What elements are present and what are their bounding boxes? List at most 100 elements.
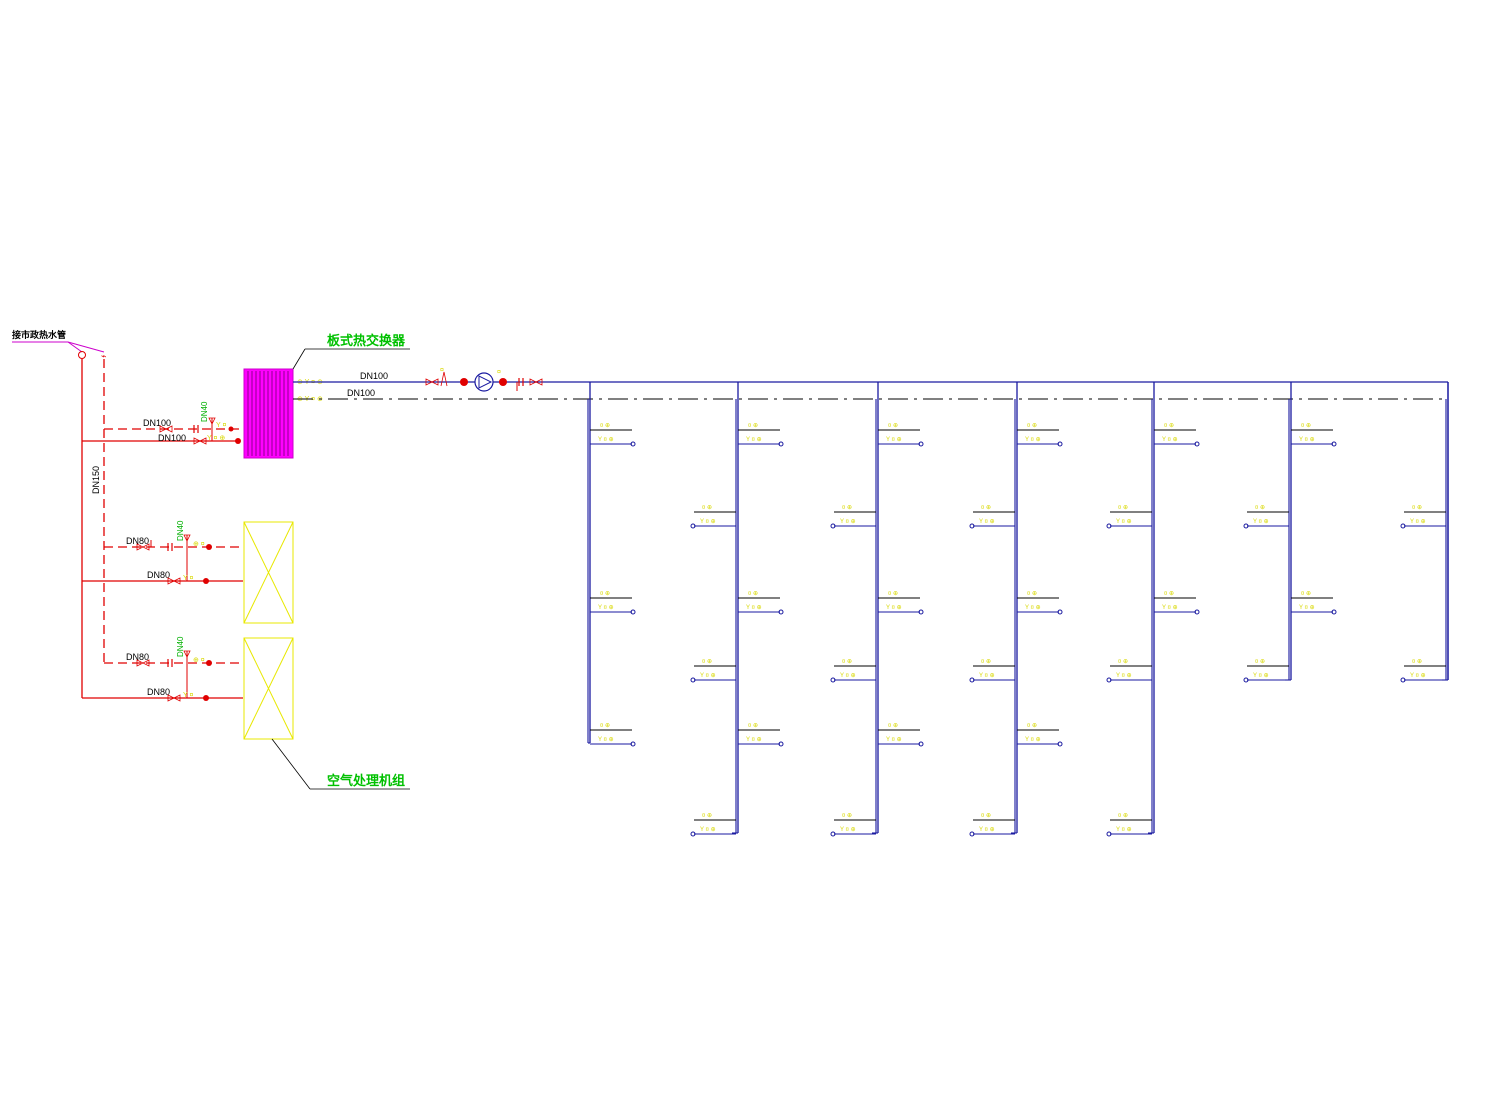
ahu2-supply-size-label: DN80 <box>147 687 170 697</box>
terminal-end-cap <box>969 831 975 837</box>
terminal-valve-symbol: ¤ ⊕ <box>600 591 610 597</box>
ahu1-fittings: ⊕ ¤ Y ¤ <box>136 534 212 585</box>
secondary-return-size-label: DN100 <box>347 388 375 398</box>
source-pipe-return-lead <box>67 341 105 353</box>
terminal-end-cap <box>830 677 836 683</box>
terminal-end-cap <box>1106 831 1112 837</box>
terminal-valve-symbol: Y ¤ ⊕ <box>1410 673 1426 679</box>
terminal-valve-symbol: Y ¤ ⊕ <box>886 437 902 443</box>
terminal-valve-symbol: ¤ ⊕ <box>1412 659 1422 665</box>
hx-bypass-size-label: DN40 <box>200 401 209 422</box>
terminal-valve-symbol: Y ¤ ⊕ <box>1410 519 1426 525</box>
terminal-valve-symbol: Y ¤ ⊕ <box>1025 605 1041 611</box>
heat-exchanger-plates <box>247 371 289 456</box>
terminal-end-cap <box>1400 677 1406 683</box>
terminal-end-cap <box>1057 441 1063 447</box>
terminal-valve-symbol: ¤ ⊕ <box>1255 505 1265 511</box>
terminal-end-cap <box>1400 523 1406 529</box>
terminal-end-cap <box>778 609 784 615</box>
ahu1-cross-b <box>243 521 294 624</box>
terminal-end-cap <box>1331 441 1337 447</box>
terminal-valve-symbol: ¤ ⊕ <box>748 591 758 597</box>
terminal-end-cap <box>778 741 784 747</box>
terminal-valve-symbol: Y ¤ ⊕ <box>746 605 762 611</box>
svg-text:⊕ ¤: ⊕ ¤ <box>193 657 205 664</box>
terminal-valve-symbol: ¤ ⊕ <box>748 423 758 429</box>
terminal-valve-symbol: Y ¤ ⊕ <box>979 827 995 833</box>
terminal-end-cap <box>778 441 784 447</box>
terminal-valve-symbol: ¤ ⊕ <box>1118 505 1128 511</box>
ahu2-bypass-size-label: DN40 <box>176 636 185 657</box>
source-return-symbol: ⌁ <box>101 352 106 362</box>
terminal-end-cap <box>1194 441 1200 447</box>
terminal-valve-symbol: ¤ ⊕ <box>842 505 852 511</box>
terminal-valve-symbol: ¤ ⊕ <box>1118 813 1128 819</box>
source-supply-symbol <box>78 351 86 359</box>
terminal-valve-symbol: ¤ ⊕ <box>1301 423 1311 429</box>
terminal-valve-symbol: Y ¤ ⊕ <box>598 605 614 611</box>
terminal-valve-symbol: ¤ ⊕ <box>1164 591 1174 597</box>
terminal-valve-symbol: Y ¤ ⊕ <box>598 437 614 443</box>
terminal-valve-symbol: ¤ ⊕ <box>1412 505 1422 511</box>
terminal-end-cap <box>630 741 636 747</box>
terminal-end-cap <box>969 677 975 683</box>
hx-supply-size-label: DN100 <box>158 433 186 443</box>
svg-text:Y ¤: Y ¤ <box>183 575 193 582</box>
terminal-end-cap <box>690 677 696 683</box>
terminal-end-cap <box>918 741 924 747</box>
ahu2-cross-b <box>243 637 294 740</box>
svg-text:¤: ¤ <box>440 367 444 374</box>
terminal-end-cap <box>918 441 924 447</box>
terminal-valve-symbol: ¤ ⊕ <box>1118 659 1128 665</box>
terminal-valve-symbol: ¤ ⊕ <box>888 591 898 597</box>
terminal-valve-symbol: Y ¤ ⊕ <box>1162 437 1178 443</box>
terminal-valve-symbol: Y ¤ ⊕ <box>700 673 716 679</box>
terminal-end-cap <box>1106 523 1112 529</box>
terminal-end-cap <box>969 523 975 529</box>
ahu-label: 空气处理机组 <box>327 773 405 789</box>
air-handling-unit-1 <box>243 521 294 624</box>
terminal-end-cap <box>830 831 836 837</box>
hx-valve-group: Y ¤ Y ¤ ⊕ <box>159 417 241 445</box>
svg-text:Y ¤: Y ¤ <box>183 692 193 699</box>
terminal-end-cap <box>918 609 924 615</box>
terminal-valve-symbol: Y ¤ ⊕ <box>746 737 762 743</box>
terminal-valve-symbol: Y ¤ ⊕ <box>1116 519 1132 525</box>
terminal-valve-symbol: Y ¤ ⊕ <box>1299 605 1315 611</box>
terminal-valve-symbol: ¤ ⊕ <box>1027 591 1037 597</box>
terminal-valve-symbol: Y ¤ ⊕ <box>886 737 902 743</box>
terminal-valve-symbol: Y ¤ ⊕ <box>840 827 856 833</box>
hx-leader-line <box>292 348 306 370</box>
terminal-valve-symbol: ¤ ⊕ <box>1164 423 1174 429</box>
svg-text:⊕ ¤: ⊕ ¤ <box>193 541 205 548</box>
terminal-valve-symbol: Y ¤ ⊕ <box>1116 827 1132 833</box>
terminal-valve-symbol: ¤ ⊕ <box>981 505 991 511</box>
terminal-valve-symbol: ¤ ⊕ <box>1255 659 1265 665</box>
secondary-risers: ¤ ⊕ Y ¤ ⊕ ¤ ⊕ Y ¤ ⊕ ¤ ⊕ Y ¤ ⊕ ¤ ⊕ Y ¤ ⊕ ¤ ⊕ Y ¤ ⊕… <box>587 382 1449 837</box>
terminal-valve-symbol: ¤ ⊕ <box>842 659 852 665</box>
pump-assembly: ¤ ¤ <box>425 367 543 392</box>
terminal-end-cap <box>690 523 696 529</box>
terminal-valve-symbol: ¤ ⊕ <box>702 813 712 819</box>
ahu2-return-size-label: DN80 <box>126 652 149 662</box>
riser-size-label: DN150 <box>91 466 101 494</box>
terminal-end-cap <box>1106 677 1112 683</box>
terminal-valve-symbol: Y ¤ ⊕ <box>840 519 856 525</box>
terminal-valve-symbol: ¤ ⊕ <box>888 423 898 429</box>
air-handling-unit-2 <box>243 637 294 740</box>
terminal-valve-symbol: ¤ ⊕ <box>702 505 712 511</box>
source-pipe-label: 接市政热水管 <box>12 329 66 341</box>
terminal-valve-symbol: ¤ ⊕ <box>600 723 610 729</box>
terminal-valve-symbol: Y ¤ ⊕ <box>1025 437 1041 443</box>
terminal-valve-symbol: Y ¤ ⊕ <box>1253 673 1269 679</box>
ahu1-supply-size-label: DN80 <box>147 570 170 580</box>
terminal-end-cap <box>1243 523 1249 529</box>
terminal-end-cap <box>1057 609 1063 615</box>
terminal-valve-symbol: ¤ ⊕ <box>888 723 898 729</box>
terminal-valve-symbol: Y ¤ ⊕ <box>598 737 614 743</box>
terminal-valve-symbol: ¤ ⊕ <box>842 813 852 819</box>
terminal-valve-symbol: ¤ ⊕ <box>600 423 610 429</box>
terminal-end-cap <box>1194 609 1200 615</box>
terminal-valve-symbol: ¤ ⊕ <box>702 659 712 665</box>
